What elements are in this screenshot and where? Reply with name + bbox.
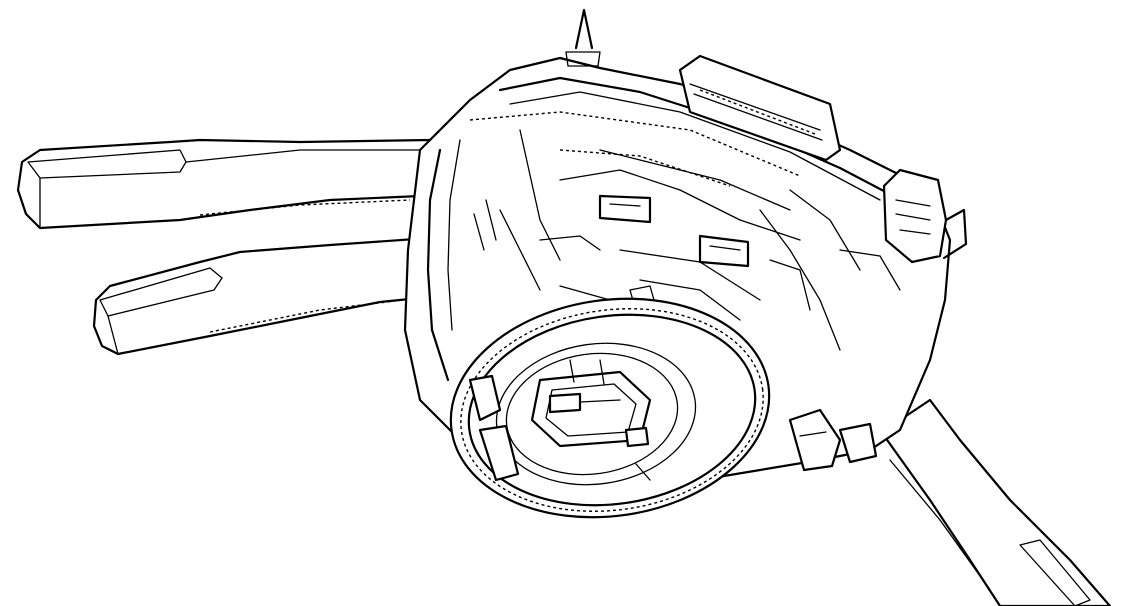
upper-left-lever xyxy=(16,138,432,230)
clock-spring-ring xyxy=(449,297,771,519)
mounting-tabs xyxy=(468,374,878,482)
right-lower-lever xyxy=(878,398,1112,606)
inner-mechanism xyxy=(473,129,901,351)
lower-left-lever xyxy=(92,236,442,356)
